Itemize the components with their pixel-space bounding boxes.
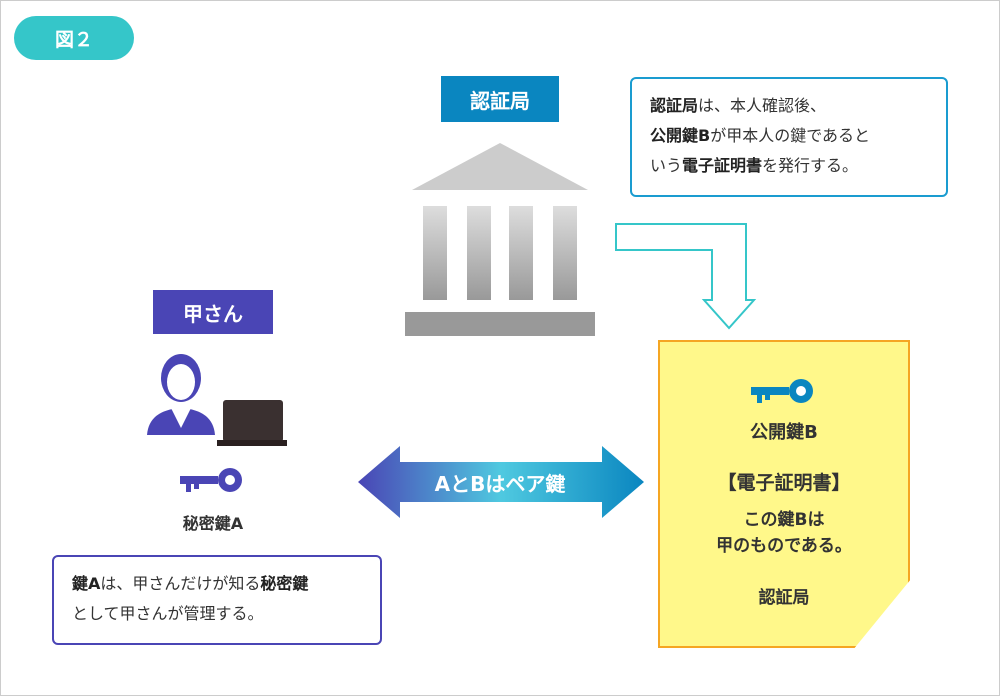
issue-arrow	[615, 223, 757, 330]
person-laptop-icon	[147, 354, 287, 446]
pair-arrow	[358, 446, 644, 518]
pair-label: AとBはペア鍵	[434, 472, 566, 496]
figure-label: 図２	[14, 16, 134, 60]
cert-line1: この鍵Bは	[743, 510, 825, 530]
cert-issuer: 認証局	[758, 588, 810, 608]
user-note: 鍵Aは、甲さんだけが知る秘密鍵 として甲さんが管理する。	[52, 555, 382, 645]
private-key-icon	[180, 468, 242, 492]
cert-line2: 甲のものである。	[716, 536, 852, 556]
certificate: 公開鍵B 【電子証明書】 この鍵Bは 甲のものである。 認証局	[658, 340, 910, 648]
user-label: 甲さん	[153, 290, 273, 334]
ca-note: 認証局は、本人確認後、 公開鍵Bが甲本人の鍵であると いう電子証明書を発行する。	[630, 77, 948, 197]
private-key-label: 秘密鍵A	[182, 514, 244, 533]
bank-icon	[405, 143, 595, 336]
cert-title: 【電子証明書】	[717, 472, 851, 494]
public-key-icon	[751, 379, 813, 403]
ca-label: 認証局	[441, 76, 559, 122]
public-key-label: 公開鍵B	[750, 422, 818, 443]
